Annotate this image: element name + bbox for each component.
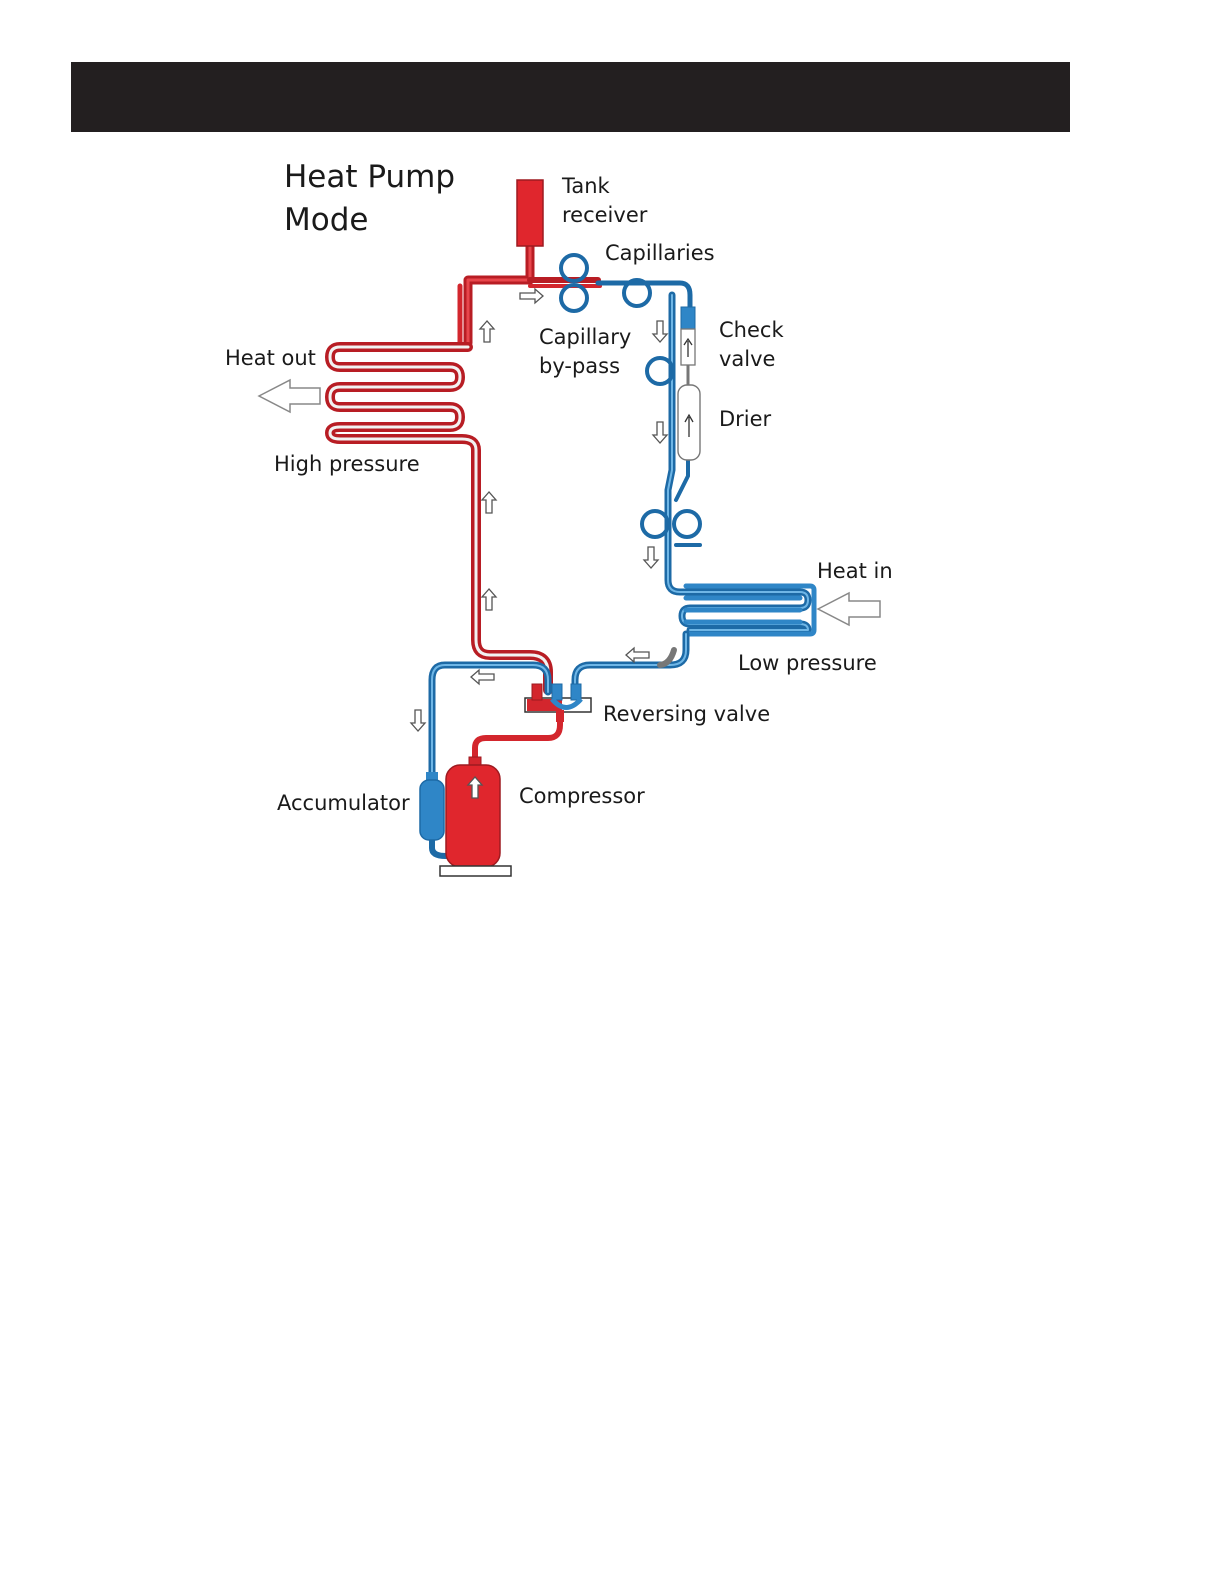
bypass-label-line-2: by-pass — [539, 352, 631, 381]
title-line-1: Heat Pump — [284, 156, 455, 199]
check-label-line-1: Check — [719, 316, 784, 345]
tank-receiver — [517, 180, 543, 246]
low-pressure-label: Low pressure — [738, 649, 877, 678]
compressor — [440, 757, 511, 876]
capillary-bypass-label: Capillary by-pass — [539, 323, 631, 381]
check-valve-label: Check valve — [719, 316, 784, 374]
title-line-2: Mode — [284, 199, 455, 242]
reversing-valve-label: Reversing valve — [603, 700, 770, 729]
compressor-label: Compressor — [519, 782, 645, 811]
drier-label: Drier — [719, 405, 771, 434]
drier — [678, 385, 700, 460]
heat-in-arrow — [818, 593, 880, 625]
capillaries-label: Capillaries — [605, 239, 715, 268]
accumulator-label: Accumulator — [277, 789, 410, 818]
reversing-valve — [525, 684, 591, 722]
heat-out-label: Heat out — [225, 344, 316, 373]
diagram-title: Heat Pump Mode — [284, 156, 455, 242]
bypass-label-line-1: Capillary — [539, 323, 631, 352]
tank-label-line-2: receiver — [562, 201, 647, 230]
heat-out-arrow — [259, 380, 320, 412]
tank-label-line-1: Tank — [562, 172, 647, 201]
check-valve — [681, 307, 695, 385]
tank-receiver-label: Tank receiver — [562, 172, 647, 230]
high-pressure-label: High pressure — [274, 450, 420, 479]
heat-in-label: Heat in — [817, 557, 893, 586]
check-label-line-2: valve — [719, 345, 784, 374]
accumulator — [420, 772, 444, 840]
